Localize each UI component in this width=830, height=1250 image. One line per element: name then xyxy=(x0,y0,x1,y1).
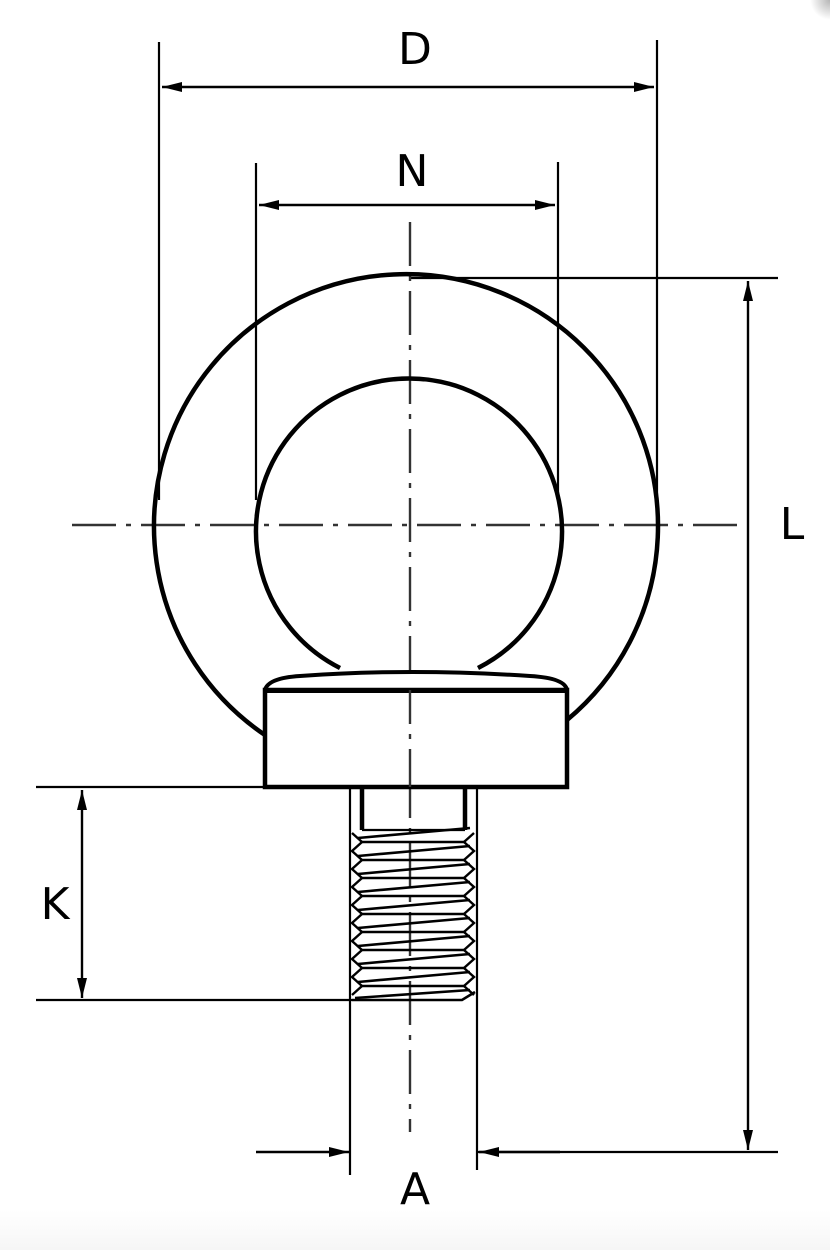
collar-body xyxy=(262,687,570,790)
outer-ring xyxy=(151,271,661,737)
dimension-lines xyxy=(77,82,753,1157)
collar xyxy=(262,670,570,790)
thread-crests xyxy=(354,826,471,1000)
extension-lines xyxy=(36,40,778,1175)
dimension-label-a: A xyxy=(399,1164,431,1215)
thread-left-profile xyxy=(350,832,364,996)
bottom-fade xyxy=(0,1210,830,1250)
threaded-shank xyxy=(350,787,476,1002)
dimension-label-d: D xyxy=(398,24,432,75)
inner-ring xyxy=(253,376,565,671)
dimension-label-k: K xyxy=(40,879,70,930)
collar-dome xyxy=(263,670,569,691)
dimension-label-n: N xyxy=(395,146,429,197)
thread-right-profile xyxy=(462,832,476,996)
eye-ring xyxy=(151,271,661,737)
dimension-label-l: L xyxy=(779,499,805,550)
